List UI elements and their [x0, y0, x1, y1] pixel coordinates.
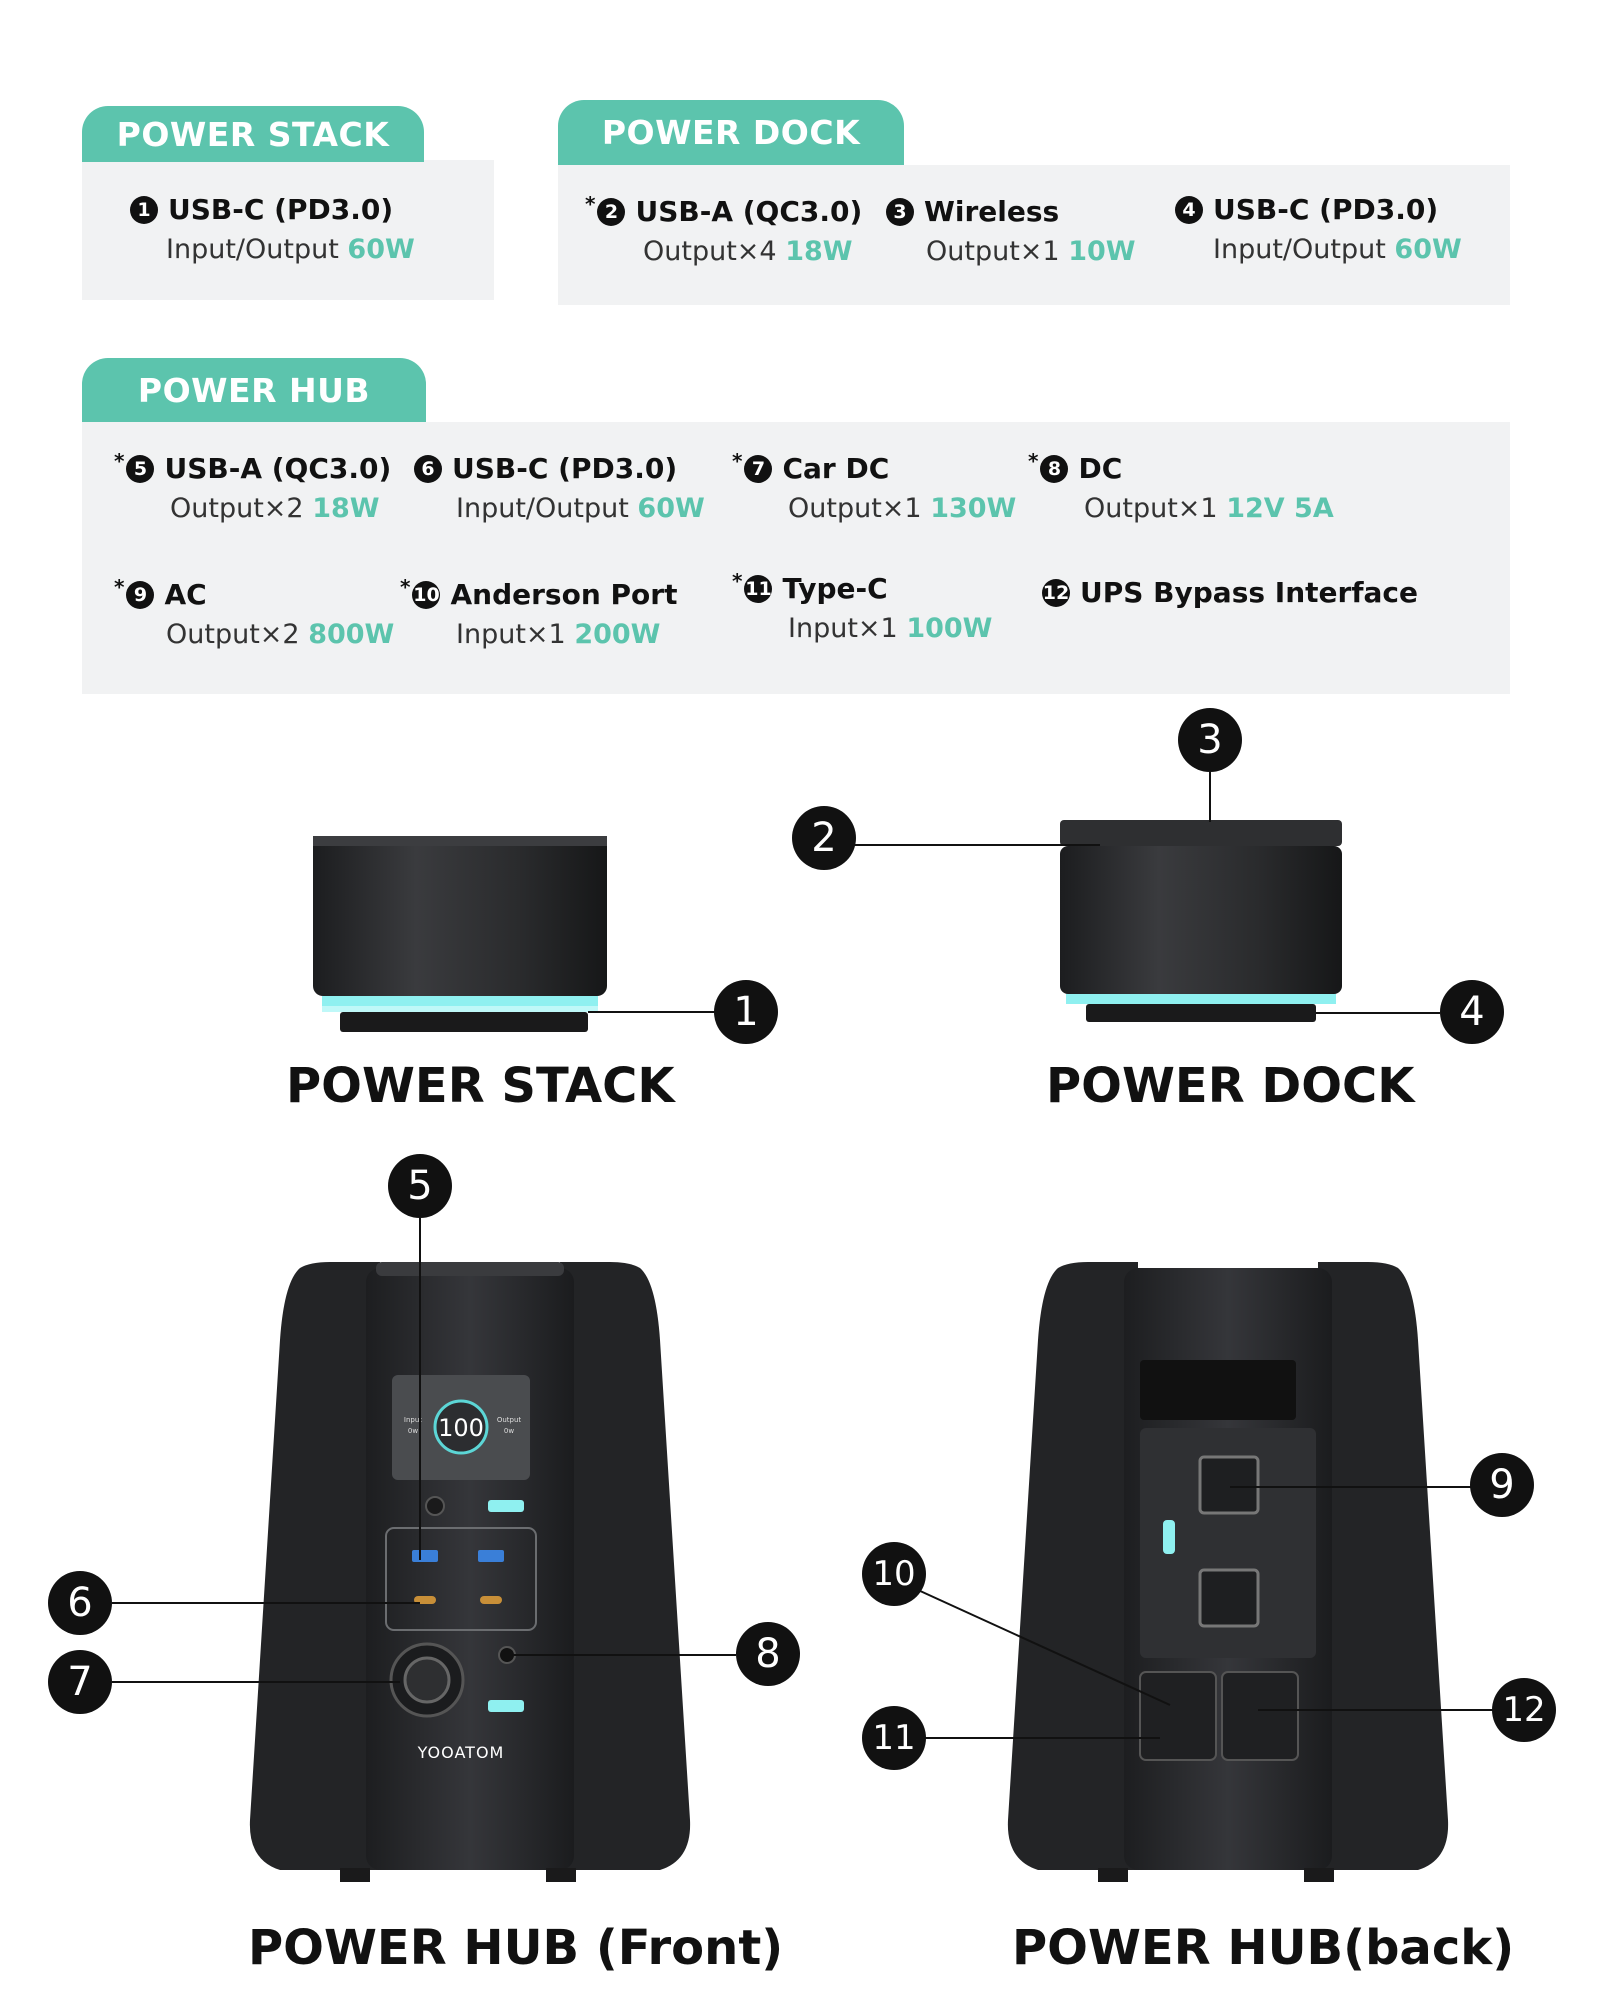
number-badge: 10 — [412, 580, 441, 609]
callout-7: 7 — [48, 1650, 112, 1714]
number-badge: 7 — [744, 454, 773, 483]
power-hub-back-device — [1007, 1262, 1449, 1882]
power-hub-front-device: 100 Input 0w Output 0w YOOATOM — [249, 1262, 691, 1882]
power-dock-device — [1060, 820, 1342, 1022]
number-badge: 3 — [886, 197, 914, 226]
caption-power-hub-front: POWER HUB (Front) — [248, 1920, 784, 1976]
power-hub-tab: POWER HUB — [82, 358, 426, 422]
number-badge: 9 — [126, 580, 155, 609]
number-badge: 4 — [1175, 195, 1203, 224]
callout-10: 10 — [862, 1542, 926, 1606]
callout-9: 9 — [1470, 1453, 1534, 1517]
number-badge: 6 — [414, 454, 442, 483]
svg-text:100: 100 — [438, 1414, 484, 1442]
svg-text:Input: Input — [404, 1416, 422, 1424]
caption-power-hub-back: POWER HUB(back) — [1012, 1920, 1515, 1976]
callout-1: 1 — [714, 980, 778, 1044]
power-stack-tab: POWER STACK — [82, 106, 424, 162]
svg-text:0w: 0w — [408, 1427, 418, 1435]
callout-3: 3 — [1178, 708, 1242, 772]
caption-power-stack: POWER STACK — [286, 1058, 675, 1114]
power-stack-device — [313, 836, 607, 1032]
callout-5: 5 — [388, 1154, 452, 1218]
power-dock-panel — [558, 165, 1510, 305]
number-badge: 12 — [1042, 578, 1070, 607]
callout-11: 11 — [862, 1706, 926, 1770]
power-hub-panel — [82, 422, 1510, 694]
callout-4: 4 — [1440, 980, 1504, 1044]
callout-12: 12 — [1492, 1678, 1556, 1742]
number-badge: 5 — [126, 454, 155, 483]
svg-text:0w: 0w — [504, 1427, 514, 1435]
power-dock-tab: POWER DOCK — [558, 100, 904, 165]
svg-text:Output: Output — [497, 1416, 522, 1424]
callout-8: 8 — [736, 1622, 800, 1686]
callout-6: 6 — [48, 1571, 112, 1635]
caption-power-dock: POWER DOCK — [1046, 1058, 1415, 1114]
number-badge: 2 — [597, 197, 626, 226]
callout-2: 2 — [792, 806, 856, 870]
number-badge: 11 — [744, 574, 773, 603]
power-stack-panel — [82, 160, 494, 300]
number-badge: 1 — [130, 195, 158, 224]
svg-text:YOOATOM: YOOATOM — [417, 1743, 505, 1762]
number-badge: 8 — [1040, 454, 1069, 483]
